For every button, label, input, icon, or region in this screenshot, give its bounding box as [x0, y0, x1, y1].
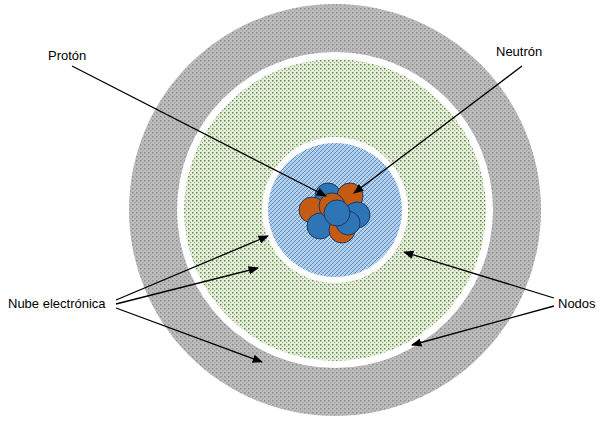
part-label: Nube electrónica: [8, 296, 106, 312]
leader-line: [404, 252, 554, 298]
part-label: Protón: [48, 48, 86, 64]
outer-cloud: [129, 4, 541, 416]
inner-cloud: [268, 143, 402, 277]
leader-line: [116, 308, 262, 362]
leader-lines: [72, 66, 554, 362]
leader-line: [412, 306, 554, 345]
leader-line: [116, 268, 258, 304]
part-label: Nodos: [558, 296, 596, 312]
node-gap: [177, 52, 493, 368]
node-gap: [262, 137, 408, 283]
leader-line: [116, 236, 268, 300]
leader-line: [354, 66, 522, 193]
part-label: Neutrón: [496, 44, 542, 60]
middle-cloud: [184, 59, 486, 361]
leader-line: [72, 66, 326, 196]
nucleus: [299, 183, 370, 243]
